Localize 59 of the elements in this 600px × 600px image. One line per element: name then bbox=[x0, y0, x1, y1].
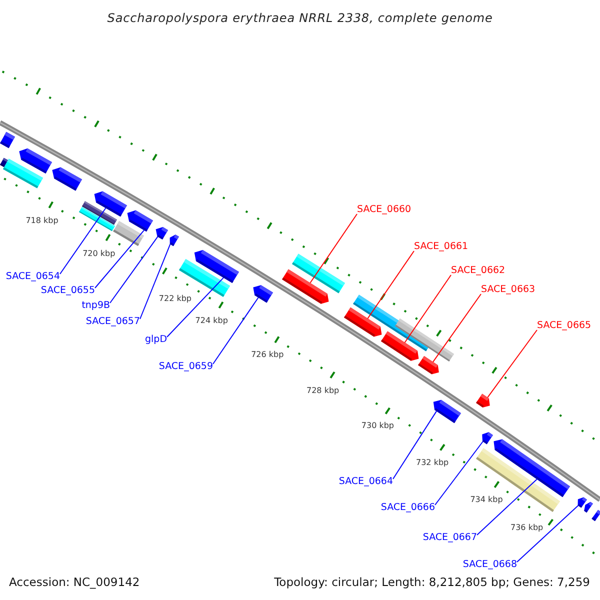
gene-label: SACE_0666 bbox=[380, 502, 435, 514]
gene-block bbox=[592, 510, 600, 522]
gene-block bbox=[476, 394, 490, 408]
leader-line bbox=[487, 330, 538, 398]
gene-block bbox=[584, 502, 593, 513]
gene-label: SACE_0667 bbox=[422, 532, 477, 544]
gene-block bbox=[127, 210, 153, 232]
scale-label: 720 kbp bbox=[82, 248, 116, 258]
leader-line bbox=[310, 214, 358, 284]
leader-line bbox=[434, 441, 484, 506]
accession-text: Accession: NC_009142 bbox=[9, 575, 140, 589]
scale-label: 734 kbp bbox=[470, 494, 503, 504]
scale-label: 718 kbp bbox=[26, 216, 58, 225]
gene-label: SACE_0659 bbox=[158, 361, 213, 373]
gene-block bbox=[282, 269, 329, 304]
gene-label: SACE_0665 bbox=[537, 320, 592, 332]
gene-block bbox=[344, 307, 382, 337]
scale-label: 728 kbp bbox=[306, 386, 340, 395]
gene-label: SACE_0657 bbox=[86, 316, 140, 328]
leader-line bbox=[392, 410, 437, 480]
leader-line bbox=[404, 274, 452, 343]
gene-label: SACE_0654 bbox=[6, 271, 60, 283]
gene-block bbox=[418, 356, 439, 374]
gene-block bbox=[0, 132, 16, 148]
gene-label: SACE_0655 bbox=[40, 285, 95, 297]
leader-line bbox=[212, 297, 259, 364]
map-title: Saccharopolyspora erythraea NRRL 2338, complete genome bbox=[107, 11, 493, 25]
leader-line bbox=[476, 478, 538, 536]
gene-block bbox=[253, 285, 273, 303]
gene-label: SACE_0660 bbox=[357, 204, 412, 216]
leader-line bbox=[166, 277, 224, 338]
gene-block bbox=[52, 167, 82, 191]
scale-label: 724 kbp bbox=[195, 316, 228, 325]
scale-label: 722 kbp bbox=[158, 294, 192, 303]
gene-block bbox=[433, 400, 462, 424]
scale-label: 732 kbp bbox=[416, 458, 449, 467]
genome-stats-text: Topology: circular; Length: 8,212,805 bp; Genes: 7,259 bbox=[274, 575, 590, 589]
leader-line bbox=[94, 230, 144, 288]
scale-label: 730 kbp bbox=[361, 421, 394, 430]
gene-label: tnp9B bbox=[82, 300, 110, 312]
leader-line bbox=[432, 294, 482, 362]
gene-label: SACE_0664 bbox=[338, 476, 393, 488]
leader-line bbox=[140, 244, 171, 320]
gene-label: SACE_0668 bbox=[462, 559, 517, 571]
gene-block bbox=[380, 331, 419, 361]
gene-block bbox=[578, 497, 587, 508]
leader-line bbox=[110, 236, 158, 304]
leader-line bbox=[367, 250, 414, 319]
leader-line bbox=[60, 208, 106, 274]
gene-label: SACE_0661 bbox=[414, 241, 468, 253]
gene-block bbox=[482, 432, 493, 444]
leader-line bbox=[516, 505, 579, 562]
gene-block bbox=[170, 234, 179, 246]
scale-label: 726 kbp bbox=[251, 350, 284, 360]
gene-label: glpD bbox=[145, 334, 168, 346]
gene-label: SACE_0662 bbox=[451, 265, 506, 277]
gene-block bbox=[156, 227, 168, 240]
scale-label: 736 kbp bbox=[510, 523, 544, 532]
gene-label: SACE_0663 bbox=[481, 284, 536, 296]
